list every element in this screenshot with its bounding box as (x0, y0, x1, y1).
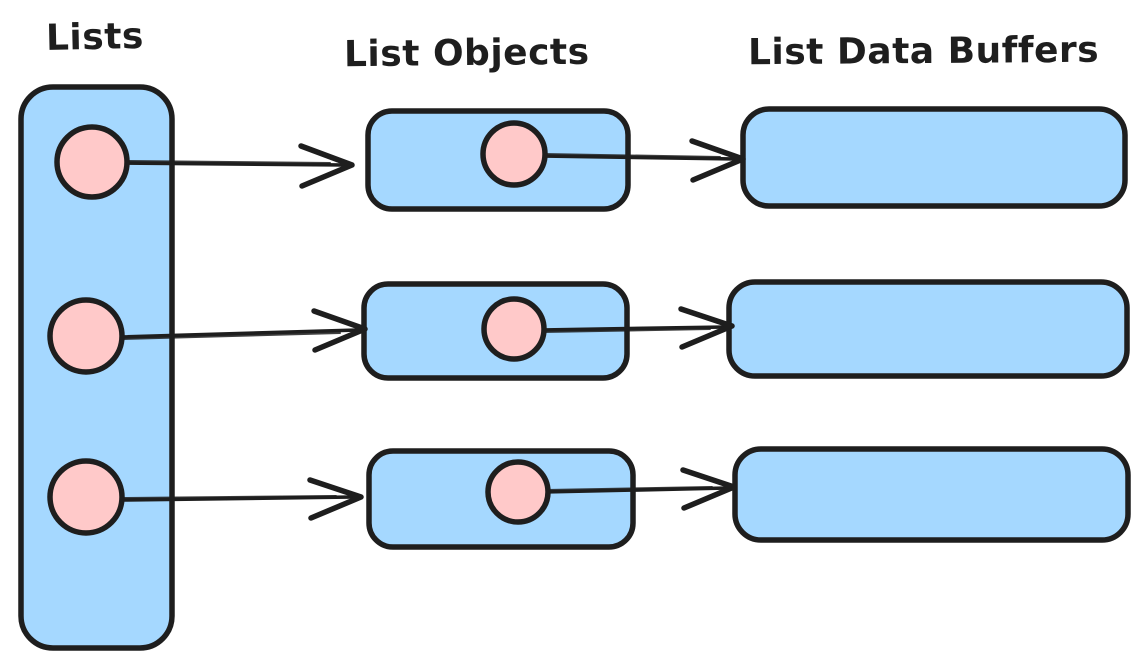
list-pointer-2[interactable] (47, 297, 125, 375)
arrow-object3-to-buffer3[interactable] (542, 467, 737, 511)
arrow-object2-to-buffer2[interactable] (538, 306, 735, 350)
list-data-buffers-column-label[interactable]: List Data Buffers (747, 29, 1100, 74)
arrow-object1-to-buffer1[interactable] (538, 138, 746, 183)
data-buffer-2[interactable] (726, 279, 1130, 379)
list-objects-column-label[interactable]: List Objects (343, 31, 590, 76)
object-pointer-3[interactable] (485, 459, 551, 525)
lists-column-label[interactable]: Lists (45, 15, 145, 60)
arrow-list2-to-object2[interactable] (120, 308, 368, 353)
object-pointer-2[interactable] (481, 296, 547, 362)
data-buffer-3[interactable] (732, 446, 1131, 543)
list-pointer-1[interactable] (54, 124, 130, 200)
list-pointer-3[interactable] (47, 458, 125, 536)
object-pointer-1[interactable] (480, 120, 548, 188)
arrow-list1-to-object1[interactable] (122, 143, 355, 189)
data-buffer-1[interactable] (740, 106, 1128, 209)
arrow-list3-to-object3[interactable] (120, 477, 364, 521)
